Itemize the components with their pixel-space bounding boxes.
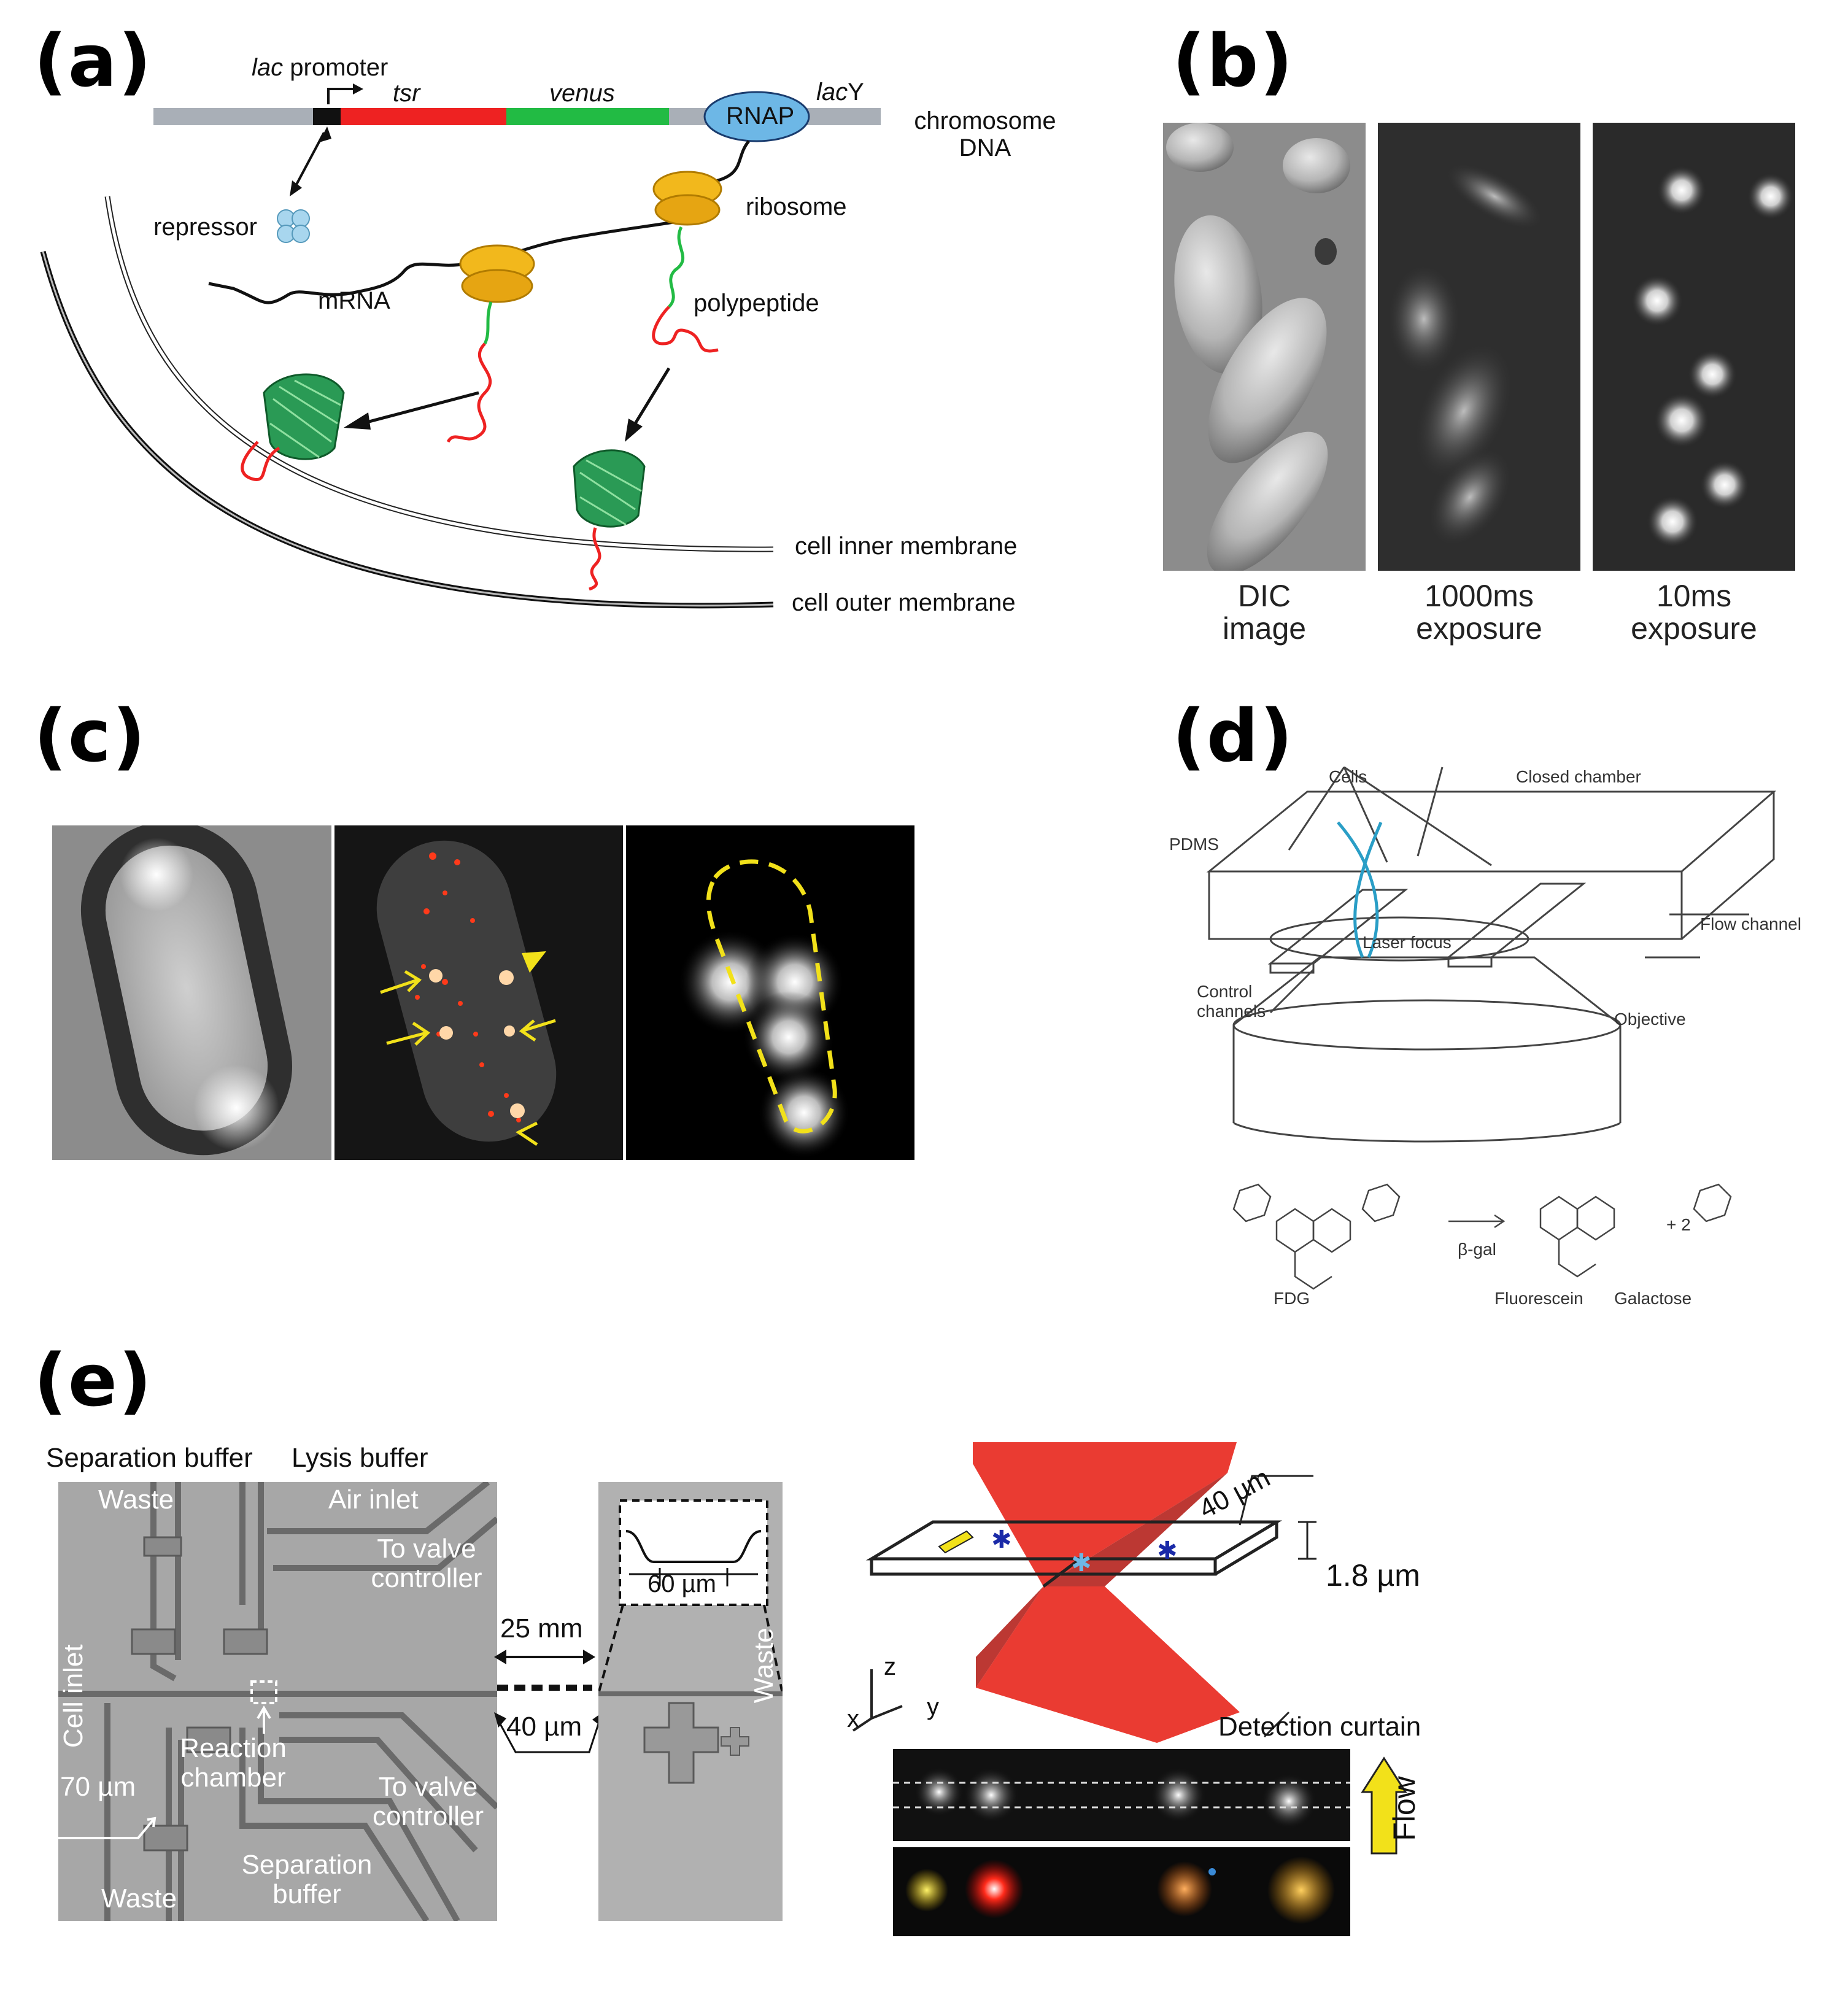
operator-segment	[313, 108, 341, 125]
closed-chamber-label: Closed chamber	[1516, 767, 1641, 786]
gene-expression-diagram	[40, 83, 881, 609]
pdms-label: PDMS	[1169, 835, 1219, 854]
repressor-label: repressor	[153, 214, 257, 241]
fluorescein-label: Fluorescein	[1494, 1289, 1583, 1308]
polypeptide-label: polypeptide	[694, 290, 819, 317]
panel-e-label: (e)	[34, 1338, 153, 1423]
40um-label: 40 µm	[506, 1712, 582, 1742]
1.8um-label: 1.8 µm	[1326, 1558, 1420, 1593]
molecule-marker-2: ✱	[1071, 1549, 1092, 1577]
panel-a-label: (a)	[34, 18, 153, 103]
venus-barrel-icon-2	[573, 449, 646, 591]
molecule-marker-3: ✱	[1157, 1537, 1178, 1565]
exposure-10ms-image	[1593, 123, 1795, 571]
cell-pixelated-image	[626, 825, 914, 1160]
plus-two-label: + 2	[1666, 1215, 1691, 1234]
panel-c-label: (c)	[34, 693, 147, 778]
panel-d-label: (d)	[1172, 693, 1294, 778]
lysis-buffer-label: Lysis buffer	[292, 1443, 428, 1473]
lac-promoter-label: lac promoter	[252, 54, 389, 81]
flow-arrow-icon	[1361, 1756, 1407, 1855]
galactose-label: Galactose	[1614, 1289, 1692, 1308]
waste-bottom-label: Waste	[101, 1883, 177, 1914]
venus-label: venus	[549, 80, 615, 107]
flow-label: Flow	[1386, 1776, 1421, 1841]
axis-x-label: x	[847, 1705, 859, 1732]
objective-label: Objective	[1614, 1010, 1686, 1029]
rnap-label: RNAP	[726, 102, 795, 129]
flow-channel-label: Flow channel	[1700, 914, 1801, 933]
detection-schematic: ✱ ✱ ✱	[852, 1442, 1316, 1743]
cells-label: Cells	[1329, 767, 1367, 786]
separation-buffer-top-label: Separation buffer	[46, 1443, 253, 1473]
waste-right-label: Waste	[749, 1628, 779, 1704]
scale-connectors	[494, 1650, 603, 1753]
cell-superres-image	[334, 825, 623, 1160]
outer-membrane-label: cell outer membrane	[792, 589, 1016, 616]
waste-top-label: Waste	[98, 1485, 174, 1515]
channel-zoom-micrograph	[598, 1482, 783, 1921]
venus-barrel-icon-1	[241, 373, 345, 482]
venus-segment	[506, 108, 669, 125]
air-inlet-label: Air inlet	[328, 1485, 419, 1515]
repressor-icon	[277, 209, 310, 243]
cell-inlet-label: Cell inlet	[58, 1644, 89, 1748]
chip-micrograph	[58, 1482, 497, 1921]
70um-label: 70 µm	[60, 1772, 136, 1802]
panel-b-label: (b)	[1172, 18, 1294, 103]
fdg-label: FDG	[1274, 1289, 1310, 1308]
beta-gal-label: β-gal	[1458, 1240, 1496, 1259]
ribosome-label: ribosome	[746, 193, 847, 220]
lacy-label: lacY	[816, 79, 864, 106]
inner-membrane-label: cell inner membrane	[795, 533, 1018, 560]
molecule-marker-1: ✱	[991, 1526, 1012, 1554]
microfluidic-schematic	[1206, 766, 1777, 1290]
tsr-label: tsr	[393, 80, 420, 107]
axis-z-label: z	[884, 1653, 896, 1680]
detection-curtain-label: Detection curtain	[1218, 1712, 1421, 1742]
dic-image	[1163, 123, 1366, 571]
ribosome-icon-2	[459, 244, 535, 303]
25mm-label: 25 mm	[500, 1613, 583, 1643]
axis-y-label: y	[927, 1693, 939, 1720]
detection-strip-color	[893, 1847, 1350, 1936]
cell-brightfield-image	[52, 825, 331, 1160]
60um-label: 60 µm	[648, 1570, 716, 1597]
rnap-icon	[703, 91, 810, 142]
detection-strip-gray	[893, 1749, 1350, 1841]
tsr-segment	[341, 108, 506, 125]
exposure-1000ms-image	[1378, 123, 1580, 571]
ribosome-icon-1	[652, 171, 722, 226]
mrna-label: mRNA	[318, 287, 390, 314]
laser-focus-label: Laser focus	[1363, 933, 1452, 952]
